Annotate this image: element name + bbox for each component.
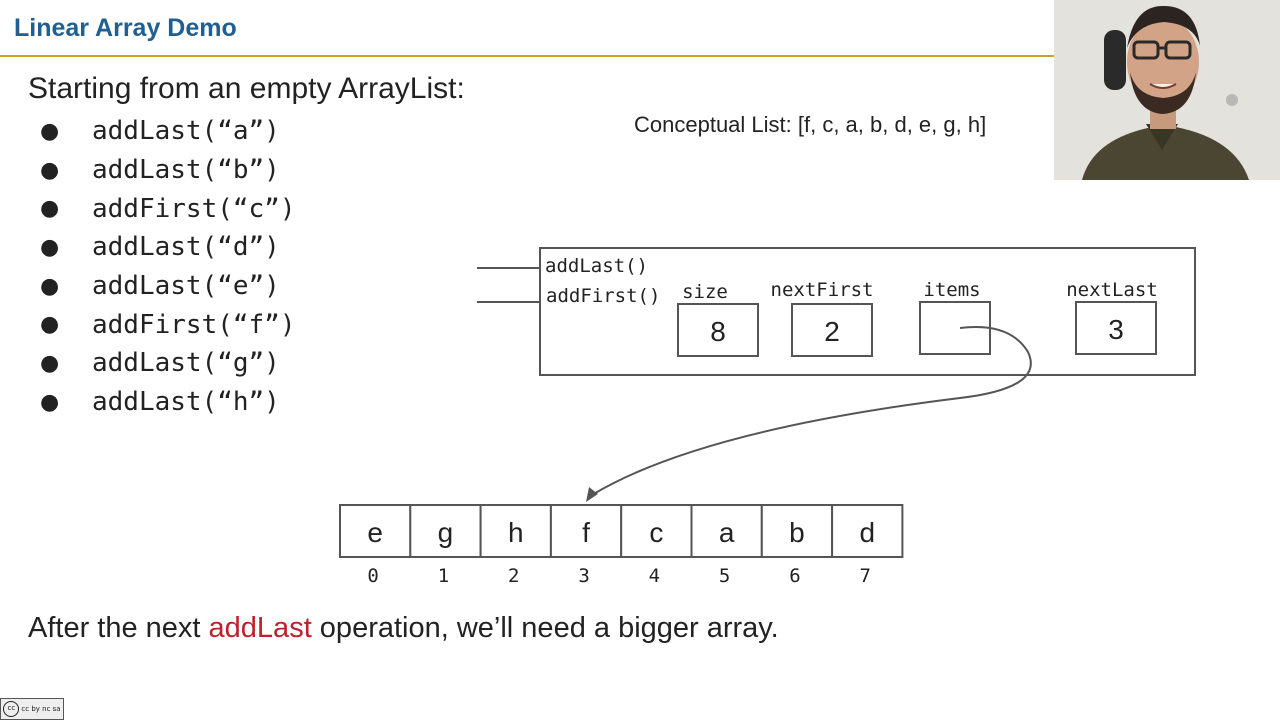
array-index-label: 4 — [649, 565, 660, 587]
array-index-label: 0 — [367, 565, 378, 587]
operation-item: ● addFirst(“c”) — [40, 189, 296, 228]
bullet-icon: ● — [40, 389, 60, 415]
array-cell — [831, 504, 904, 558]
operation-item: ● addLast(“g”) — [40, 344, 296, 383]
method-addlast-label: addLast() — [545, 255, 648, 277]
array-cell — [690, 504, 763, 558]
array-index-label: 1 — [438, 565, 449, 587]
intro-text: Starting from an empty ArrayList: — [28, 72, 465, 105]
operation-item: ● addFirst(“f”) — [40, 305, 296, 344]
array-cell-value: c — [649, 517, 663, 548]
footer-text-after: operation, we’ll need a bigger array. — [311, 612, 779, 644]
array-cell-value: a — [719, 517, 735, 548]
operation-text: addLast(“e”) — [92, 271, 280, 302]
bullet-icon: ● — [40, 118, 60, 144]
footer-highlight: addLast — [208, 612, 312, 644]
operation-text: addLast(“a”) — [92, 116, 280, 147]
array-cell — [339, 504, 412, 558]
items-pointer-arrow — [591, 326, 1032, 496]
footer-note: After the next addLast operation, we’ll … — [28, 612, 779, 645]
presenter-image — [1054, 0, 1280, 180]
license-badge: cc cc by nc sa — [0, 698, 64, 720]
nextfirst-field-value: 2 — [824, 316, 840, 347]
backing-array: e 0 g 1 h 2 f 3 c 4 a 5 b 6 d 7 — [339, 504, 904, 587]
operations-list: ● addLast(“a”) ● addLast(“b”) ● addFirst(“c… — [40, 112, 296, 422]
title-divider — [0, 55, 1054, 57]
array-cell — [479, 504, 552, 558]
operation-text: addLast(“g”) — [92, 348, 280, 379]
array-index-label: 7 — [860, 565, 871, 587]
nextfirst-field-box — [791, 303, 873, 357]
cc-license-icon: cc — [3, 701, 20, 717]
operation-text: addLast(“b”) — [92, 155, 280, 186]
bullet-icon: ● — [40, 312, 60, 338]
nextfirst-field-label: nextFirst — [771, 279, 874, 301]
slide-title: Linear Array Demo — [14, 14, 237, 42]
array-cell — [549, 504, 623, 558]
array-index-label: 3 — [578, 565, 589, 587]
operation-item: ● addLast(“b”) — [40, 151, 296, 190]
nextlast-field-value: 3 — [1108, 314, 1124, 345]
conceptual-list: Conceptual List: [f, c, a, b, d, e, g, h… — [634, 112, 987, 137]
size-field-box — [677, 303, 759, 357]
footer-text-before: After the next — [28, 612, 209, 644]
array-cell-value: e — [367, 517, 383, 548]
bullet-icon: ● — [40, 234, 60, 260]
array-cell — [409, 504, 482, 558]
operation-item: ● addLast(“h”) — [40, 383, 296, 422]
bullet-icon: ● — [40, 157, 60, 183]
items-field-label: items — [923, 279, 980, 301]
operation-text: addLast(“h”) — [92, 387, 280, 418]
array-cell-value: d — [859, 517, 875, 548]
presenter-webcam — [1054, 0, 1280, 180]
operation-item: ● addLast(“a”) — [40, 112, 296, 151]
operation-text: addFirst(“f”) — [92, 309, 296, 340]
array-cell-value: g — [438, 517, 454, 548]
operation-item: ● addLast(“d”) — [40, 228, 296, 267]
array-cell — [760, 504, 834, 558]
bullet-icon: ● — [40, 196, 60, 222]
array-cell-value: f — [582, 517, 590, 548]
array-cell-value: b — [789, 517, 805, 548]
object-box — [539, 247, 1196, 376]
array-index-label: 2 — [508, 565, 519, 587]
bullet-icon: ● — [40, 350, 60, 376]
operation-text: addFirst(“c”) — [92, 193, 296, 224]
nextlast-field-label: nextLast — [1066, 279, 1158, 301]
size-field-label: size — [682, 281, 728, 303]
bullet-icon: ● — [40, 273, 60, 299]
method-addfirst-label: addFirst() — [546, 285, 660, 307]
arrowhead-icon — [586, 487, 598, 502]
array-cell — [620, 504, 693, 558]
array-index-label: 5 — [719, 565, 730, 587]
nextlast-field-box — [1075, 301, 1157, 355]
size-field-value: 8 — [710, 316, 726, 347]
operation-text: addLast(“d”) — [92, 232, 280, 263]
array-index-label: 6 — [789, 565, 800, 587]
array-cell-value: h — [508, 517, 524, 548]
operation-item: ● addLast(“e”) — [40, 267, 296, 306]
license-text: cc by nc sa — [21, 705, 61, 713]
items-field-box — [919, 301, 991, 355]
